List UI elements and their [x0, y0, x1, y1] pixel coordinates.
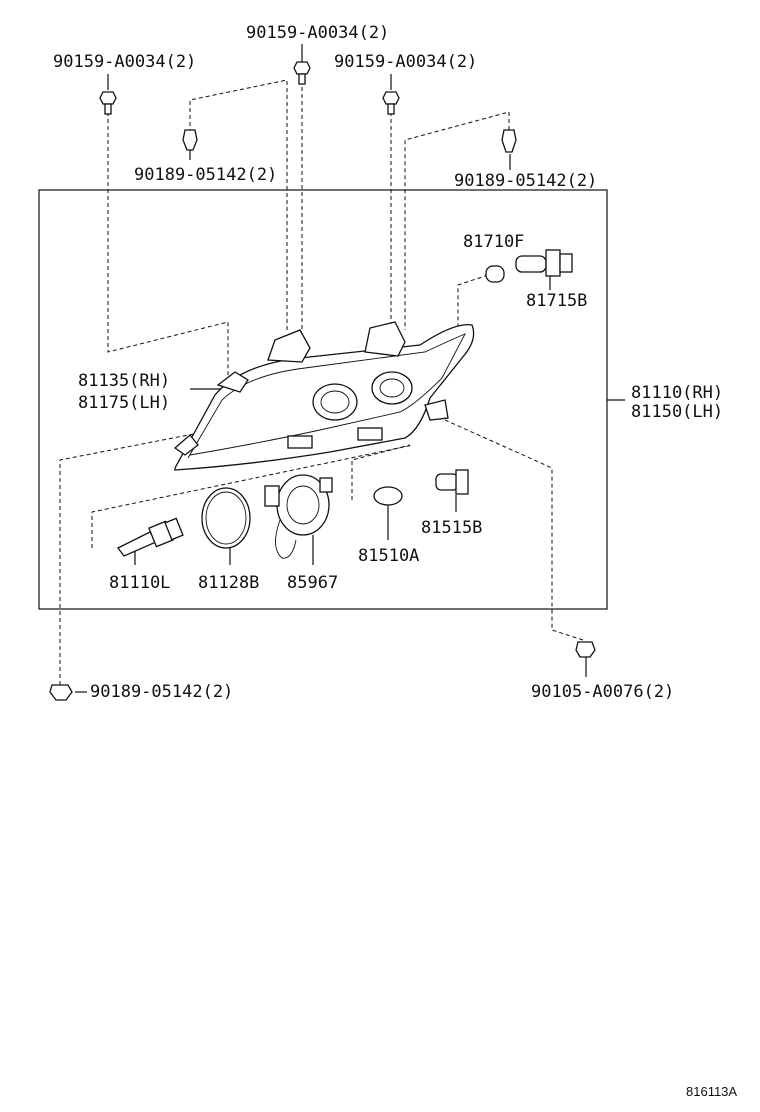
label-gasket-81128B: 81128B: [198, 573, 259, 593]
clip-lower-left-icon: [49, 684, 73, 701]
leader-lines: [59, 79, 584, 685]
label-bulb-81510A: 81510A: [358, 546, 419, 566]
label-headlamp-lh: 81150(LH): [631, 402, 723, 422]
bulb-81510A-icon: [373, 486, 403, 506]
socket-81715B-icon: [515, 249, 573, 277]
socket-81515B-icon: [435, 469, 469, 495]
label-bolt-top-right: 90159-A0034(2): [334, 52, 477, 72]
clip-upper-right-icon: [501, 129, 517, 153]
bolt-top-left-icon: [99, 91, 117, 115]
label-bolt-top-left: 90159-A0034(2): [53, 52, 196, 72]
label-socket-81715B: 81715B: [526, 291, 587, 311]
ballast-85967-icon: [264, 474, 333, 559]
label-bulb-81110L: 81110L: [109, 573, 170, 593]
label-ballast-85967: 85967: [287, 573, 338, 593]
bulb-81110L-icon: [117, 517, 184, 557]
bulb-81710F-icon: [485, 265, 505, 283]
clip-upper-left-icon: [182, 129, 198, 151]
label-headlamp-rh: 81110(RH): [631, 383, 723, 403]
diagram-code: 816113A: [686, 1084, 737, 1099]
headlamp-assembly: [173, 321, 475, 471]
bolt-top-center-icon: [293, 61, 311, 85]
label-bolt-top-center: 90159-A0034(2): [246, 23, 389, 43]
label-clip-lower-left: 90189-05142(2): [90, 682, 233, 702]
label-bracket-lh: 81175(LH): [78, 393, 170, 413]
label-bracket-rh: 81135(RH): [78, 371, 170, 391]
label-socket-81515B: 81515B: [421, 518, 482, 538]
gasket-81128B-icon: [201, 487, 251, 549]
bolt-top-right-icon: [382, 91, 400, 115]
label-clip-upper-left: 90189-05142(2): [134, 165, 277, 185]
label-clip-upper-right: 90189-05142(2): [454, 171, 597, 191]
screw-lower-right-icon: [575, 641, 596, 658]
label-bulb-81710F: 81710F: [463, 232, 524, 252]
label-screw-lower-right: 90105-A0076(2): [531, 682, 674, 702]
solid-leaders: [75, 44, 625, 693]
